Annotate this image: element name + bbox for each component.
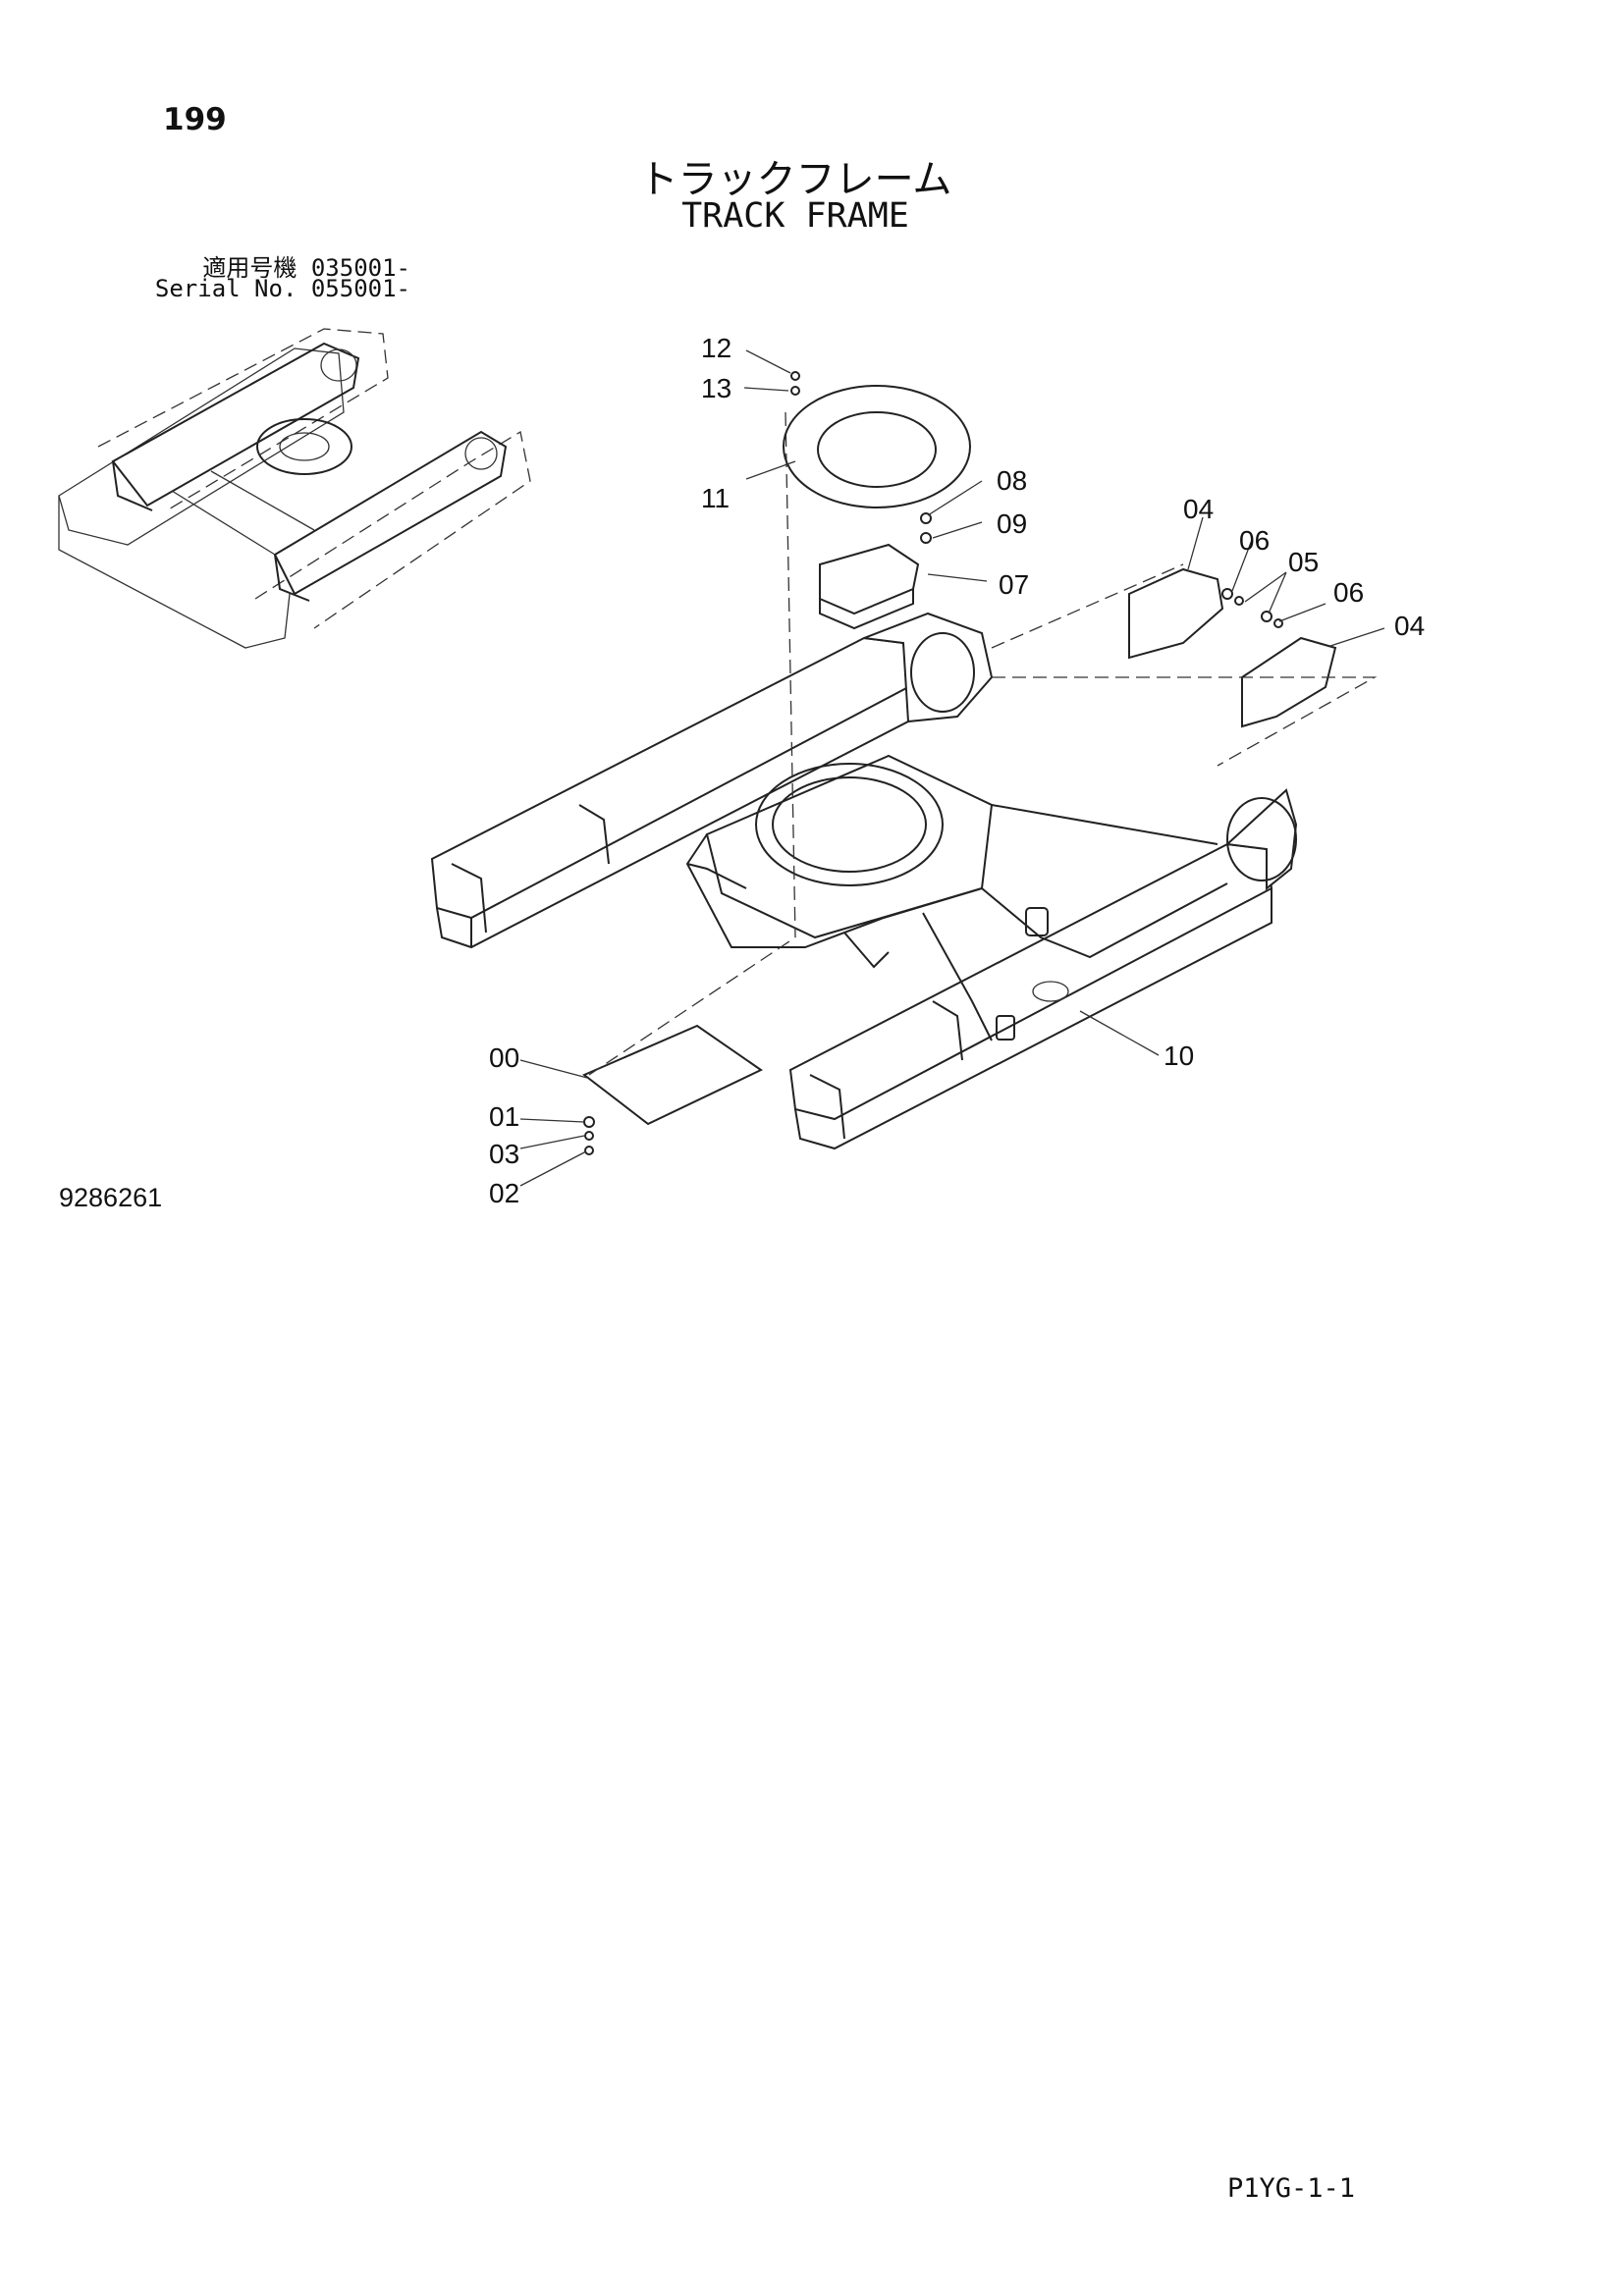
callout-04-upper: 04	[1183, 494, 1215, 524]
callout-06-lower: 06	[1333, 577, 1365, 608]
track-frame-main	[430, 349, 1385, 1187]
page-title-english: TRACK FRAME	[681, 196, 909, 236]
callout-04-lower: 04	[1394, 611, 1426, 641]
callout-10: 10	[1164, 1041, 1195, 1071]
callout-07: 07	[999, 569, 1030, 600]
callout-13: 13	[701, 373, 732, 403]
callout-08: 08	[997, 465, 1028, 496]
callout-11: 11	[701, 483, 731, 513]
callout-12: 12	[701, 333, 732, 363]
callout-03: 03	[489, 1139, 520, 1169]
callout-01: 01	[489, 1101, 520, 1132]
serial-applicability-english: Serial No. 055001-	[154, 275, 410, 302]
page-number: 199	[163, 102, 227, 137]
callout-02: 02	[489, 1178, 520, 1208]
serial-applicability-japanese: 適用号機 035001-	[202, 254, 410, 282]
page-code: P1YG-1-1	[1227, 2173, 1356, 2204]
callout-06-upper: 06	[1239, 525, 1271, 556]
overview-thumbnail	[58, 328, 531, 649]
drawing-number: 9286261	[59, 1183, 163, 1212]
callout-05: 05	[1288, 547, 1320, 577]
callout-00: 00	[489, 1042, 520, 1073]
callout-09: 09	[997, 508, 1028, 539]
page-title-japanese: トラックフレーム	[638, 157, 952, 202]
